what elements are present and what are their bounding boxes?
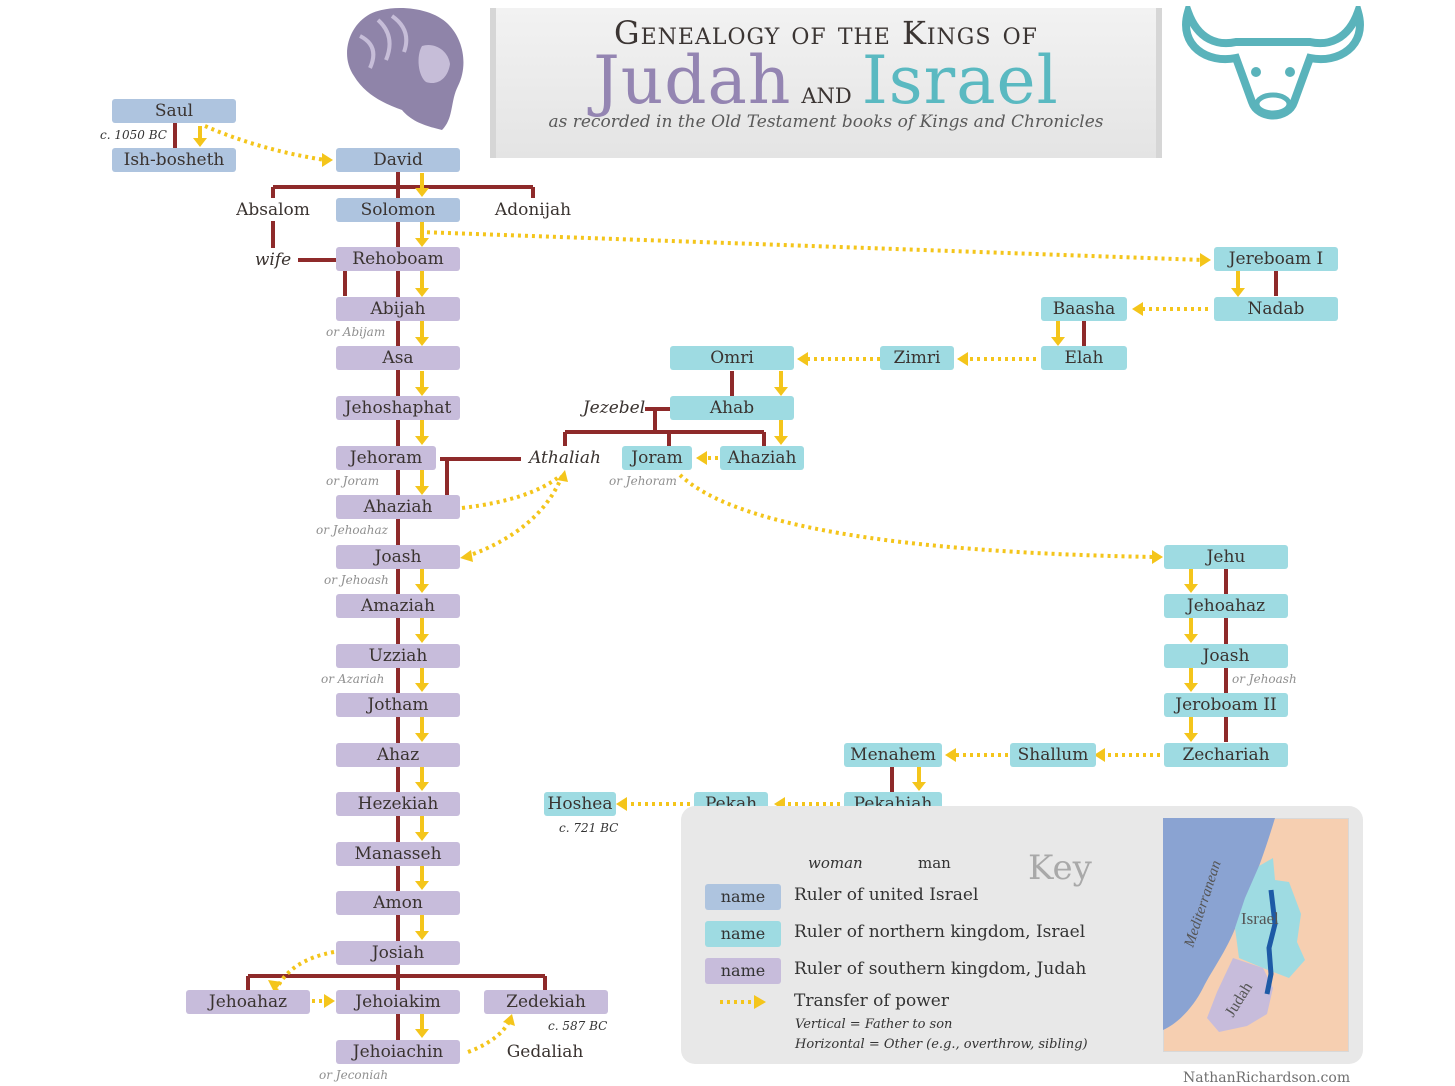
person-wife: wife	[254, 250, 292, 270]
ruler-ahaziah-israel: Ahaziah	[720, 446, 804, 470]
kingdom-map: Mediterranean Israel Judah	[1163, 818, 1349, 1052]
alias-joram-israel: or Jehoram	[609, 474, 677, 488]
date-hoshea: c. 721 BC	[559, 821, 619, 835]
ruler-jehoshaphat: Jehoshaphat	[336, 396, 460, 420]
alias-abijah: or Abijam	[326, 325, 386, 339]
subtitle: as recorded in the Old Testament books o…	[548, 112, 1104, 132]
map-judah-region	[1207, 958, 1273, 1032]
ruler-joash-israel: Joash	[1164, 644, 1288, 668]
key-note-horizontal: Horizontal = Other (e.g., overthrow, sib…	[795, 1037, 1088, 1052]
ruler-ahaziah-judah: Ahaziah	[336, 495, 460, 519]
key-swatch-north: name	[705, 921, 781, 947]
date-zedekiah: c. 587 BC	[548, 1019, 608, 1033]
alias-uzziah: or Azariah	[321, 672, 385, 686]
title-israel: Israel	[861, 42, 1059, 119]
person-absalom: Absalom	[236, 200, 310, 220]
ruler-baasha: Baasha	[1041, 297, 1127, 321]
alias-jehoiachin: or Jeconiah	[319, 1068, 389, 1082]
ruler-josiah: Josiah	[336, 941, 460, 965]
ruler-jeroboam-ii: Jeroboam II	[1164, 693, 1288, 717]
key-note-vertical: Vertical = Father to son	[795, 1017, 953, 1032]
alias-joash-judah: or Jehoash	[324, 573, 389, 587]
map-israel-region	[1235, 858, 1305, 978]
ruler-elah: Elah	[1041, 346, 1127, 370]
key-transfer-arrow-icon	[720, 995, 766, 1009]
key-title: Key	[1028, 848, 1092, 888]
ruler-zechariah: Zechariah	[1164, 743, 1288, 767]
alias-joash-israel: or Jehoash	[1232, 672, 1297, 686]
ruler-abijah: Abijah	[336, 297, 460, 321]
key-swatch-united: name	[705, 884, 781, 910]
key-label-north: Ruler of northern kingdom, Israel	[794, 922, 1086, 942]
title-and: and	[801, 76, 852, 111]
ruler-ish-bosheth: Ish-bosheth	[112, 148, 236, 172]
key-woman-label: woman	[808, 854, 863, 872]
credit-text: NathanRichardson.com	[1183, 1070, 1351, 1086]
ruler-hezekiah: Hezekiah	[336, 792, 460, 816]
ruler-hoshea: Hoshea	[544, 792, 616, 816]
title-banner: Genealogy of the Kings of Judah and Israel…	[490, 8, 1162, 158]
bull-icon	[1182, 6, 1364, 120]
title-judah: Judah	[593, 42, 792, 119]
title-line1: Genealogy of the Kings of	[614, 14, 1038, 52]
ruler-manasseh: Manasseh	[336, 842, 460, 866]
date-saul: c. 1050 BC	[100, 128, 167, 142]
arrowheads	[193, 138, 1245, 1038]
alias-jehoram: or Joram	[326, 474, 380, 488]
key-label-united: Ruler of united Israel	[794, 885, 979, 905]
map-label-israel: Israel	[1241, 909, 1279, 928]
ruler-jotham: Jotham	[336, 693, 460, 717]
ruler-amon: Amon	[336, 891, 460, 915]
ruler-zimri: Zimri	[880, 346, 954, 370]
ruler-asa: Asa	[336, 346, 460, 370]
ruler-david: David	[336, 148, 460, 172]
ruler-jehoiachin: Jehoiachin	[336, 1040, 460, 1064]
ruler-rehoboam: Rehoboam	[336, 247, 460, 271]
ruler-shallum: Shallum	[1010, 743, 1096, 767]
ruler-ahaz: Ahaz	[336, 743, 460, 767]
ruler-menahem: Menahem	[844, 743, 942, 767]
person-gedaliah: Gedaliah	[506, 1042, 584, 1062]
ruler-joram-israel: Joram	[622, 446, 692, 470]
ruler-jeroboam-i: Jereboam I	[1214, 247, 1338, 271]
ruler-amaziah: Amaziah	[336, 594, 460, 618]
key-man-label: man	[918, 854, 951, 872]
key-label-south: Ruler of southern kingdom, Judah	[794, 959, 1087, 979]
alias-ahaziah: or Jehoahaz	[316, 523, 388, 537]
ruler-solomon: Solomon	[336, 198, 460, 222]
ruler-jehoahaz-israel: Jehoahaz	[1164, 594, 1288, 618]
ruler-nadab: Nadab	[1214, 297, 1338, 321]
ruler-omri: Omri	[670, 346, 794, 370]
ruler-jehoiakim: Jehoiakim	[336, 990, 460, 1014]
person-adonijah: Adonijah	[494, 200, 572, 220]
ruler-saul: Saul	[112, 99, 236, 123]
ruler-joash-judah: Joash	[336, 545, 460, 569]
ruler-uzziah: Uzziah	[336, 644, 460, 668]
ruler-jehoahaz-judah: Jehoahaz	[186, 990, 310, 1014]
person-athaliah: Athaliah	[529, 448, 601, 468]
ruler-zedekiah: Zedekiah	[484, 990, 608, 1014]
person-jezebel: Jezebel	[582, 398, 646, 418]
map-sea	[1163, 818, 1275, 1030]
key-swatch-south: name	[705, 958, 781, 984]
lion-icon	[347, 8, 464, 131]
ruler-jehoram: Jehoram	[336, 446, 436, 470]
ruler-ahab: Ahab	[670, 396, 794, 420]
key-label-transfer: Transfer of power	[794, 991, 949, 1011]
ruler-jehu: Jehu	[1164, 545, 1288, 569]
title-line2: Judah and Israel	[496, 42, 1156, 119]
